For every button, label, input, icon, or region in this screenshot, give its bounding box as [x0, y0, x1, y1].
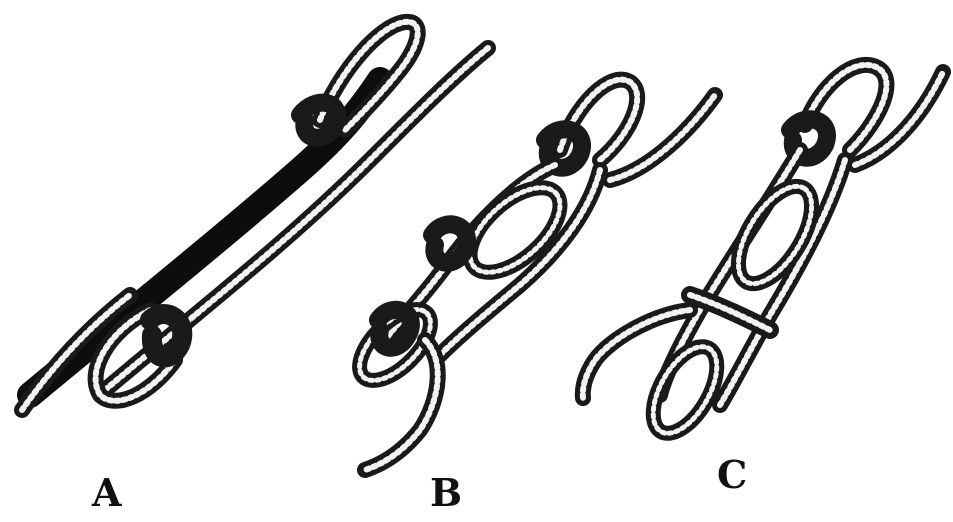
knot-b-middle-wrap — [432, 224, 467, 262]
panel-label-b: B — [430, 474, 462, 512]
knot-c-top-loop — [805, 65, 886, 150]
panel-label-c: C — [717, 456, 747, 494]
panel-label-a: A — [92, 474, 121, 512]
